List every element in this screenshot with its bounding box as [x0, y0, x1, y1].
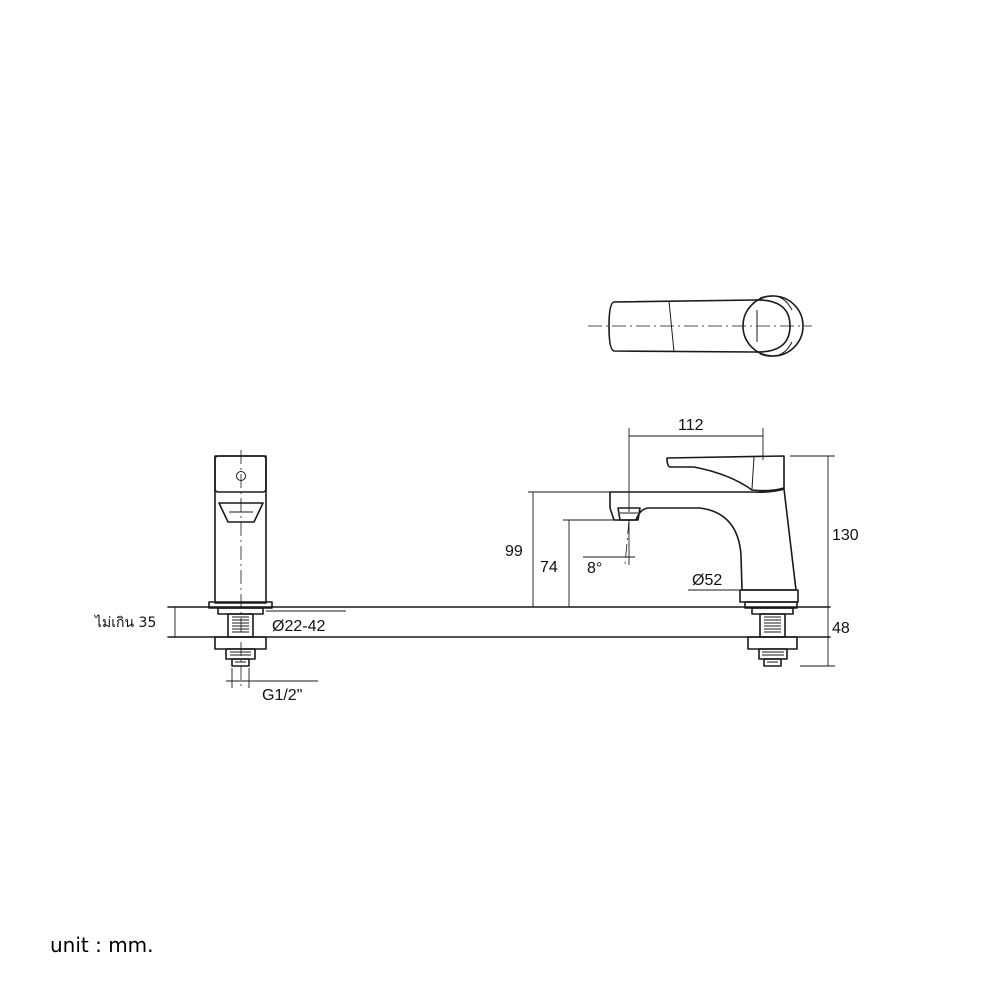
dim-hole-diameter: Ø22-42	[272, 618, 325, 635]
side-view	[609, 455, 799, 667]
dim-spout-reach: 112	[678, 417, 704, 434]
deck	[167, 606, 831, 638]
side-thread-hatch	[762, 616, 784, 663]
dim-deck-thickness: ไม่เกิน 35	[94, 614, 156, 631]
dim-below-deck-length: 48	[832, 620, 850, 637]
dim-total-height: 130	[832, 527, 859, 544]
top-view	[588, 295, 812, 357]
front-view	[208, 450, 273, 690]
unit-note: unit : mm.	[50, 933, 154, 957]
dim-base-diameter: Ø52	[692, 572, 722, 589]
dim-outlet-height: 74	[540, 559, 558, 576]
dim-outlet-angle: 8°	[587, 560, 602, 577]
dimension-lines	[174, 428, 835, 688]
front-thread-hatch	[230, 616, 251, 663]
dim-thread-size: G1/2"	[262, 687, 302, 704]
dim-spout-height: 99	[505, 543, 523, 560]
